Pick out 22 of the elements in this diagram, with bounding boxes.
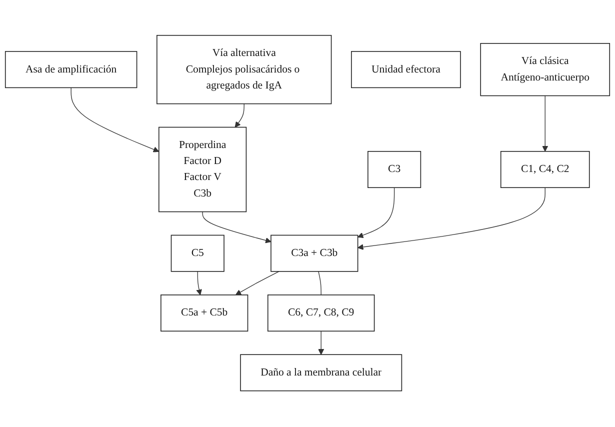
node-box: Properdina Factor D Factor V C3b: [158, 127, 247, 213]
arrow: [358, 188, 395, 238]
arrow: [358, 188, 546, 250]
connector: [318, 272, 322, 296]
node-box: C3: [368, 151, 422, 188]
arrow: [196, 272, 202, 296]
node-box: C6, C7, C8, C9: [267, 294, 375, 332]
arrow: [542, 96, 548, 152]
arrow: [318, 331, 324, 356]
node-box: C5a + C5b: [160, 294, 248, 332]
arrow: [202, 212, 272, 244]
node-box: Unidad efectora: [351, 51, 461, 88]
node-box: C1, C4, C2: [500, 151, 590, 188]
node-box: Asa de amplificación: [4, 51, 138, 88]
arrow: [234, 104, 244, 128]
node-box: C3a + C3b: [270, 235, 358, 272]
node-box: C5: [170, 235, 224, 272]
node-box: Daño a la membrana celular: [240, 354, 402, 392]
node-box: Vía alternativa Complejos polisacáridos o agregados de IgA: [156, 35, 332, 105]
arrow: [235, 272, 280, 296]
arrow: [70, 88, 160, 153]
node-box: Vía clásica Antígeno-anticuerpo: [480, 43, 610, 97]
